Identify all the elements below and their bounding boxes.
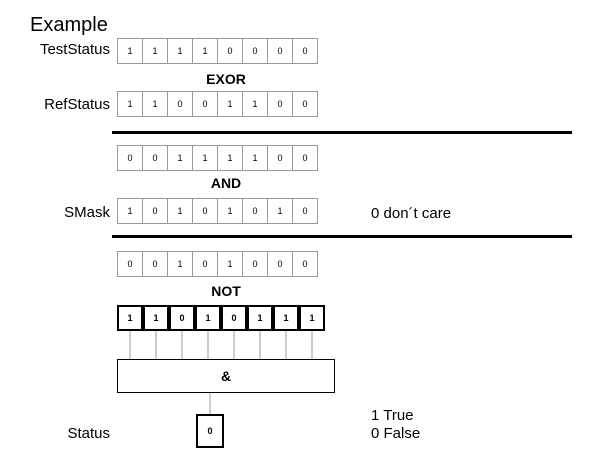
bit-cell: 1 (299, 305, 325, 331)
operator-and: AND (210, 175, 242, 191)
bit-cell: 0 (292, 198, 318, 224)
bit-cell: 0 (221, 305, 247, 331)
and-gate: & (117, 359, 335, 393)
bit-cell: 0 (292, 251, 318, 277)
operator-exor: EXOR (206, 71, 246, 87)
note-false: 0 False (371, 425, 421, 442)
bit-cell: 1 (143, 305, 169, 331)
diagram-title: Example (30, 14, 108, 36)
note-dont-care: 0 don´t care (371, 205, 452, 222)
separator-rule-1 (112, 131, 572, 134)
bit-cell: 1 (195, 305, 221, 331)
label-refstatus: RefStatus (44, 96, 110, 113)
status-output-box: 0 (196, 414, 224, 448)
bit-cell: 1 (247, 305, 273, 331)
bit-cell: 0 (292, 91, 318, 117)
separator-rule-2 (112, 235, 572, 238)
label-smask: SMask (64, 204, 110, 221)
label-status: Status (67, 425, 110, 442)
bit-cell: 1 (117, 305, 143, 331)
bit-cell: 1 (273, 305, 299, 331)
bit-cell: 0 (292, 38, 318, 64)
label-teststatus: TestStatus (39, 41, 110, 58)
bit-cell: 0 (169, 305, 195, 331)
operator-not: NOT (211, 283, 241, 299)
note-true: 1 True (371, 407, 414, 424)
bit-cell: 0 (292, 145, 318, 171)
